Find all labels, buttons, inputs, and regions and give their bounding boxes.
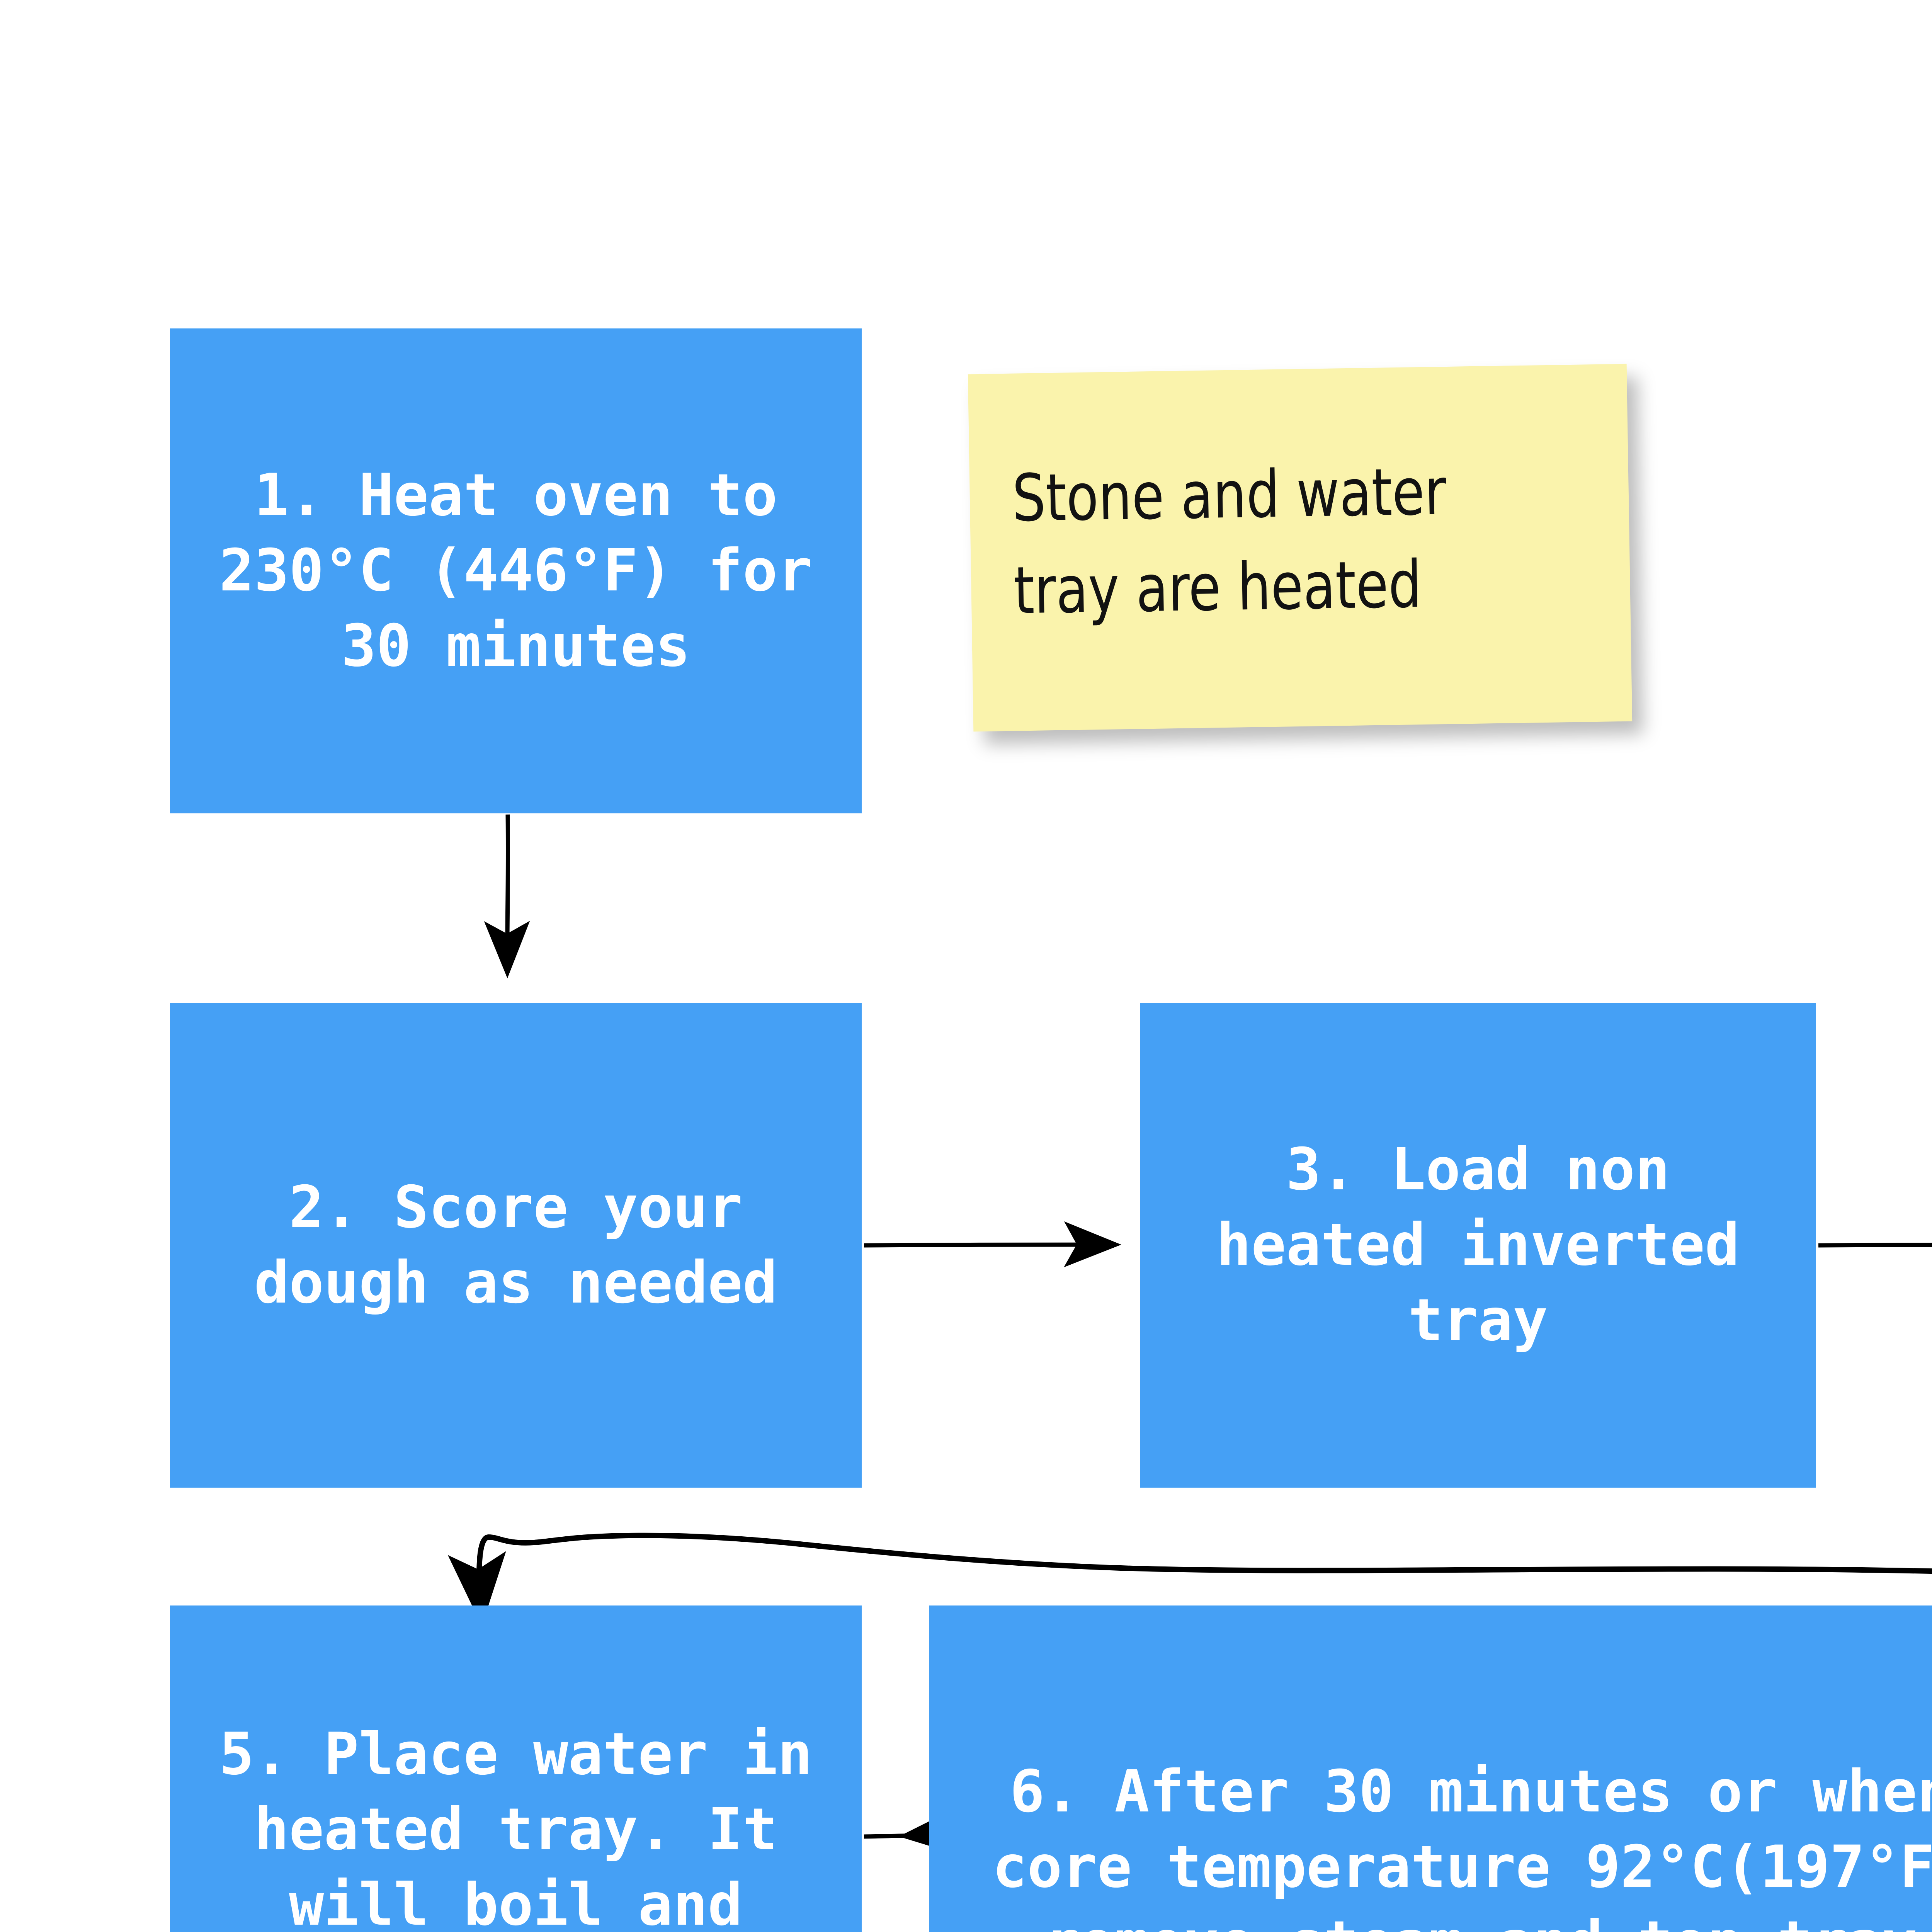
process-box-step-5[interactable]: 5. Place water in heated tray. It will b… [170,1605,862,1932]
edge-node5-to-node6 [864,1809,958,1855]
process-box-step-3[interactable]: 3. Load non heated inverted tray [1140,1003,1816,1488]
process-box-step-6[interactable]: 6. After 30 minutes or when core tempera… [929,1605,1932,1932]
edge-node1-to-node2 [484,814,530,978]
process-box-step-2[interactable]: 2. Score your dough as needed [170,1003,862,1488]
sticky-note-annotation[interactable]: Stone and water tray are heated [968,364,1633,732]
process-box-step-1[interactable]: 1. Heat oven to 230°C (446°F) for 30 min… [170,328,862,813]
sticky-note-text: Stone and water tray are heated [1012,454,1447,629]
edge-node4-to-node5 [447,1532,1932,1626]
